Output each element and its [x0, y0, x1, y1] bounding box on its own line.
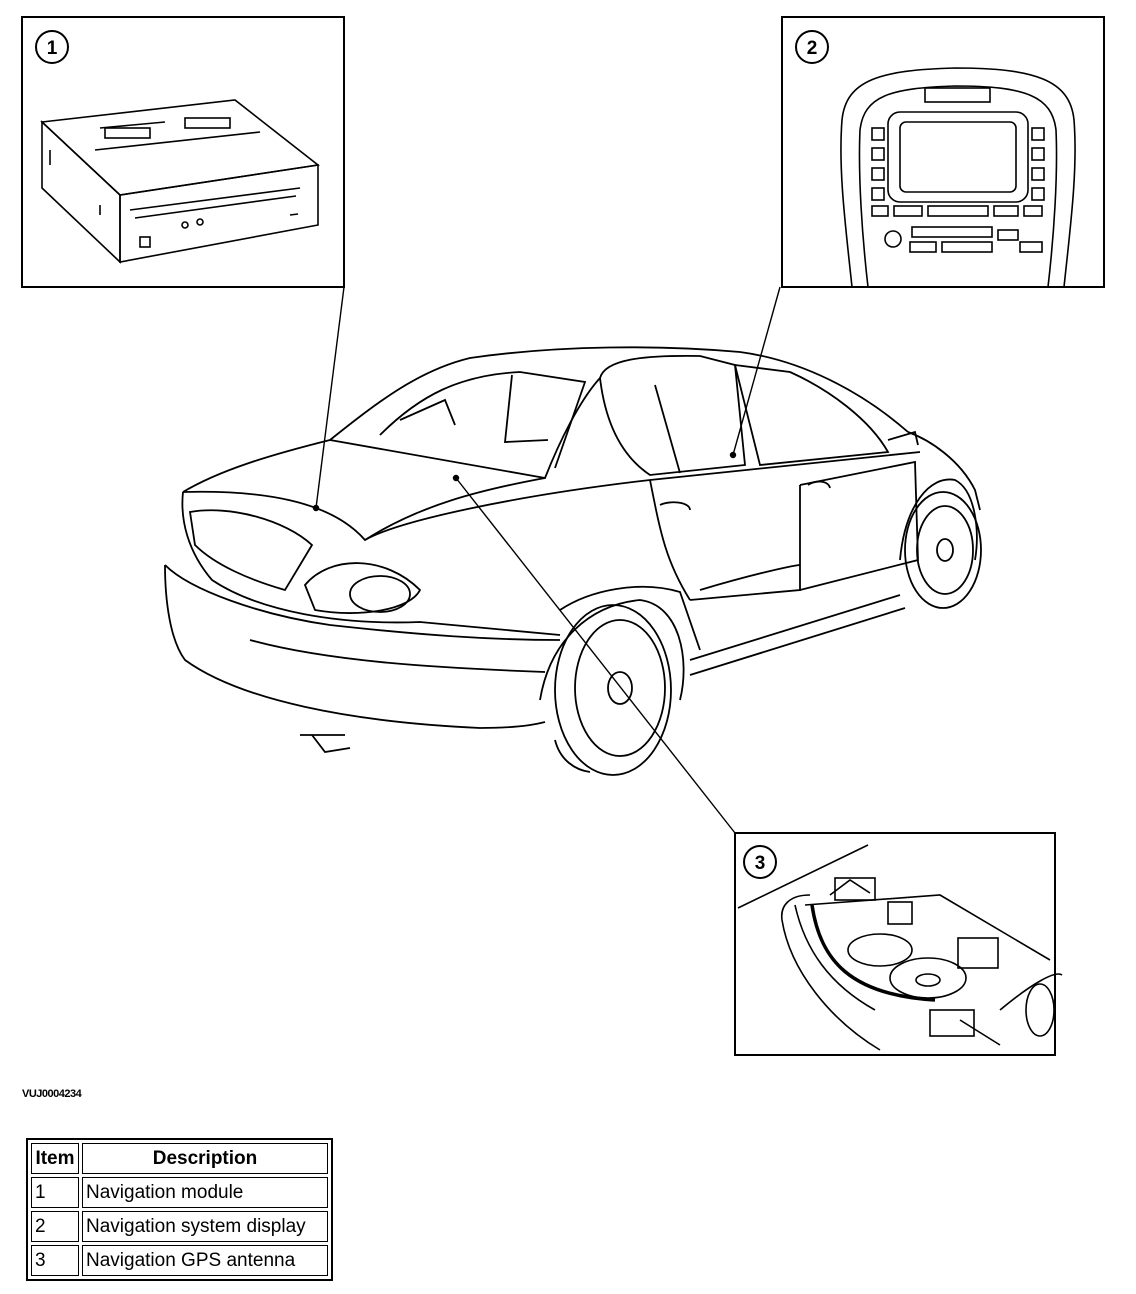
legend-item-description: Navigation system display [82, 1211, 328, 1242]
legend-item-number: 1 [31, 1177, 79, 1208]
callout-3-number: 3 [755, 853, 766, 874]
trunk-interior [737, 844, 1063, 1051]
callout-1-number: 1 [47, 38, 58, 59]
legend-item-description: Navigation module [82, 1177, 328, 1208]
navigation-module-box [40, 99, 320, 264]
legend-item-number: 2 [31, 1211, 79, 1242]
callout-2-number: 2 [807, 38, 818, 59]
leader-lines [312, 286, 781, 834]
inset-navigation-display: 2 [781, 16, 1105, 288]
figure-code: VUJ0004234 [22, 1088, 82, 1100]
callout-3-circle [743, 845, 777, 879]
legend-item-description: Navigation GPS antenna [82, 1245, 328, 1276]
legend-row: 2 Navigation system display [31, 1211, 328, 1242]
vehicle-diagram: 1 2 [21, 16, 1105, 1056]
inset-gps-antenna: 3 [734, 832, 1063, 1056]
inset-navigation-module: 1 [21, 16, 345, 288]
legend-row: 1 Navigation module [31, 1177, 328, 1208]
legend-header-row: Item Description [31, 1143, 328, 1174]
legend-header-item: Item [31, 1143, 79, 1174]
center-console [840, 67, 1076, 288]
legend-table: Item Description 1 Navigation module 2 N… [26, 1138, 333, 1281]
callout-2-circle [795, 30, 829, 64]
legend-item-number: 3 [31, 1245, 79, 1276]
legend-header-description: Description [82, 1143, 328, 1174]
legend-row: 3 Navigation GPS antenna [31, 1245, 328, 1276]
car-illustration [164, 346, 982, 776]
callout-1-circle [35, 30, 69, 64]
